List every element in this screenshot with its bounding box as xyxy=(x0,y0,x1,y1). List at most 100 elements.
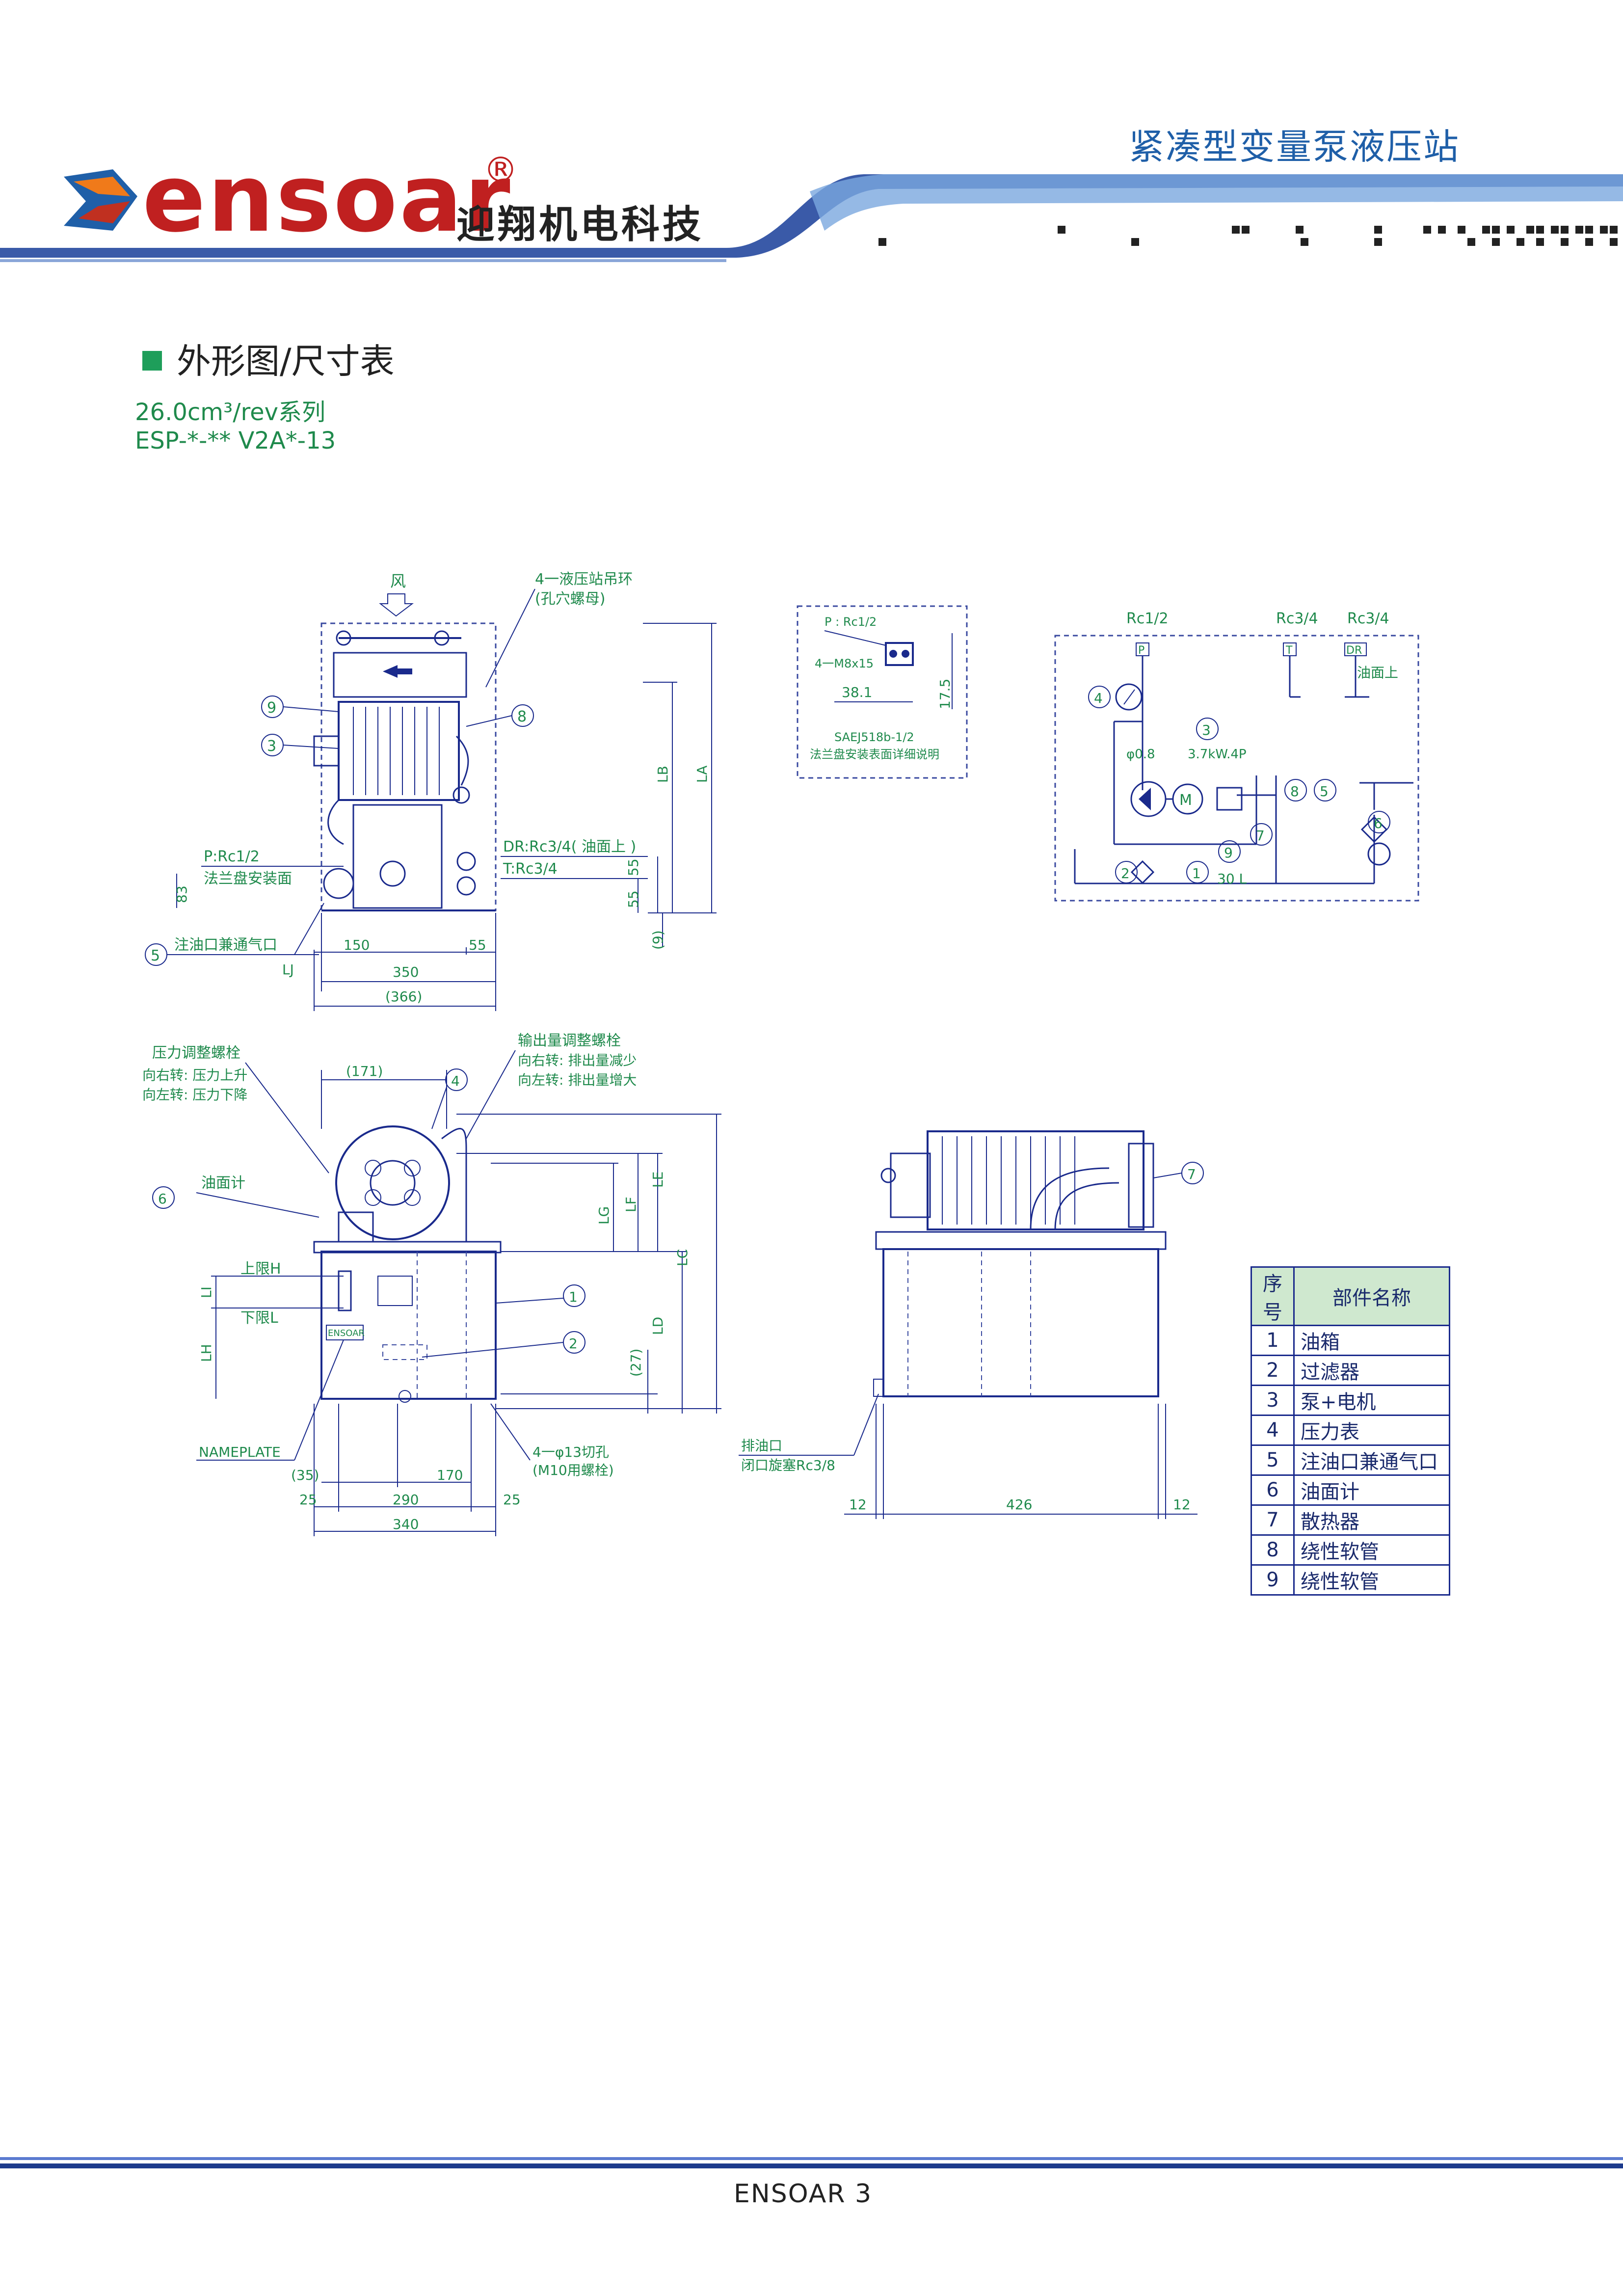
circuit-callout-2: 2 xyxy=(1115,861,1138,883)
svg-text:2: 2 xyxy=(569,1335,578,1352)
flow-adj-label: 输出量调整螺栓 xyxy=(518,1032,621,1049)
dim-la: LA xyxy=(694,766,710,783)
nameplate-label: NAMEPLATE xyxy=(199,1444,281,1460)
mount-note-label: (M10用螺栓) xyxy=(532,1462,614,1478)
callout-5: 5 xyxy=(145,943,167,966)
circuit-rc34b-label: Rc3/4 xyxy=(1347,610,1389,627)
flange-detail: P : Rc1/2 4一M8x15 38.1 17.5 SAEJ518b-1/2… xyxy=(797,605,968,779)
pressure-adj-label: 压力调整螺栓 xyxy=(152,1044,240,1062)
dim-lf: LF xyxy=(623,1197,639,1212)
rear-view: 排油口 闭口旋塞Rc3/8 7 12 426 12 xyxy=(739,1130,1204,1519)
upper-limit-label: 上限H xyxy=(240,1260,281,1278)
footer-page-label: ENSOAR 3 xyxy=(734,2179,873,2209)
dim-ld: LD xyxy=(650,1317,666,1335)
pressure-down-label: 向左转: 压力下降 xyxy=(142,1087,247,1103)
svg-text:3: 3 xyxy=(267,738,276,755)
p-port-label: P:Rc1/2 xyxy=(204,848,260,865)
rear-motor xyxy=(927,1130,1144,1230)
flange-note-label: 法兰盘安装表面详细说明 xyxy=(810,748,939,761)
dim-27: (27) xyxy=(628,1349,644,1377)
part-name: 绕性软管 xyxy=(1293,1534,1450,1566)
dim-55b: 55 xyxy=(625,858,641,876)
dim-lc: LC xyxy=(674,1249,691,1266)
dr-port-label: DR:Rc3/4( 油面上 ) xyxy=(503,838,636,855)
circuit-callout-7: 7 xyxy=(1250,823,1273,846)
lifting-ring-label: 4一液压站吊环 xyxy=(535,571,633,588)
flange-dim-175: 17.5 xyxy=(937,679,953,709)
svg-text:8: 8 xyxy=(517,708,527,725)
dim-25b: 25 xyxy=(503,1492,521,1508)
circuit-rc34a-label: Rc3/4 xyxy=(1276,610,1318,627)
cooler-symbol-icon xyxy=(1216,787,1243,811)
circuit-callout-8: 8 xyxy=(1284,779,1307,801)
side-view: ENSOAR 压力调整螺栓 向右转: 压力上升 向左转: 压力下降 输出量调整螺… xyxy=(142,1032,721,1536)
banner-underline xyxy=(0,259,726,262)
footer-rule-light xyxy=(0,2157,1623,2160)
svg-text:9: 9 xyxy=(267,699,276,717)
circuit-oil-above: 油面上 xyxy=(1357,665,1398,681)
rear-tank xyxy=(882,1248,1159,1397)
dim-83: 83 xyxy=(174,885,190,903)
circuit-callout-3: 3 xyxy=(1196,718,1219,740)
side-callout-4: 4 xyxy=(445,1068,468,1091)
front-view: 风 4一液压站吊环 (孔穴螺母) P:Rc1/2 法兰盘安装面 DR:Rc3/4… xyxy=(145,571,717,1011)
callout-3: 3 xyxy=(261,734,284,756)
wind-arrow-icon xyxy=(379,593,414,617)
part-no: 9 xyxy=(1251,1564,1295,1596)
part-no: 1 xyxy=(1251,1325,1295,1356)
flow-less-label: 向右转: 排出量减少 xyxy=(518,1052,637,1068)
svg-text:5: 5 xyxy=(151,947,160,964)
side-callout-1: 1 xyxy=(563,1284,585,1307)
flange-std-label: SAEJ518b-1/2 xyxy=(834,730,914,744)
dim-350: 350 xyxy=(393,964,419,980)
side-callout-6: 6 xyxy=(152,1186,175,1209)
strainer-symbol-icon xyxy=(1130,860,1155,884)
filter-symbol-icon xyxy=(1360,816,1388,843)
circuit-motor-spec: 3.7kW.4P xyxy=(1188,747,1247,762)
dim-340: 340 xyxy=(393,1516,419,1532)
circuit-orifice: φ0.8 xyxy=(1126,747,1155,762)
nameplate-mark: ENSOAR xyxy=(328,1328,365,1338)
fill-port-label: 注油口兼通气口 xyxy=(174,936,277,954)
svg-text:2: 2 xyxy=(1121,865,1130,881)
section-title: 外形图/尺寸表 xyxy=(142,334,395,383)
parts-table-header: 序号 部件名称 xyxy=(1251,1266,1450,1326)
dim-150: 150 xyxy=(344,937,370,953)
flange-face-label: 法兰盘安装面 xyxy=(204,870,292,887)
lower-limit-label: 下限L xyxy=(240,1309,278,1327)
pixel-dots-decoration xyxy=(878,226,1618,246)
flange-p-label: P : Rc1/2 xyxy=(825,615,877,629)
footer-rule-dark xyxy=(0,2163,1623,2168)
section-title-text: 外形图/尺寸表 xyxy=(177,341,395,381)
circuit-callout-9: 9 xyxy=(1218,840,1241,863)
svg-text:5: 5 xyxy=(1320,783,1329,800)
pump-block xyxy=(352,804,443,909)
wind-label: 风 xyxy=(390,572,406,590)
svg-text:9: 9 xyxy=(1224,845,1233,861)
circuit-t-port: T xyxy=(1285,644,1293,657)
drain-label: 排油口 xyxy=(741,1438,782,1454)
part-no: 7 xyxy=(1251,1504,1295,1536)
circuit-tank-volume: 30 L xyxy=(1217,871,1247,887)
circuit-p-port: P xyxy=(1138,644,1144,657)
dim-12b: 12 xyxy=(1173,1496,1191,1513)
spec-line-1: 26.0cm³/rev系列 xyxy=(135,399,326,426)
circuit-callout-1: 1 xyxy=(1186,861,1209,883)
level-gauge xyxy=(338,1270,352,1311)
part-no: 5 xyxy=(1251,1444,1295,1476)
part-name: 压力表 xyxy=(1293,1415,1450,1446)
oil-tank xyxy=(320,1251,497,1400)
dim-171: (171) xyxy=(346,1063,383,1079)
callout-8: 8 xyxy=(511,704,534,727)
banner-swoosh-light xyxy=(810,174,1623,231)
svg-text:6: 6 xyxy=(158,1191,167,1207)
pressure-up-label: 向右转: 压力上升 xyxy=(142,1067,247,1083)
logo-wordmark: ensoar xyxy=(142,144,512,253)
